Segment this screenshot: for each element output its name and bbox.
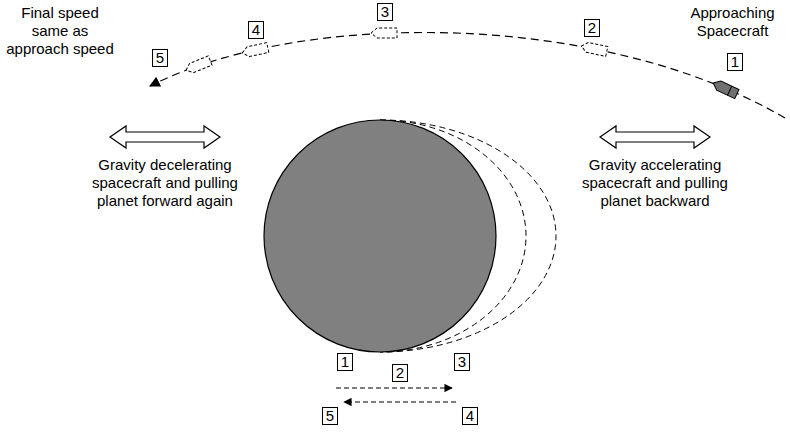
annotation-text: Gravity accelerating spacecraft and pull…	[575, 156, 735, 210]
planet-motion-arrow	[344, 401, 456, 402]
callout-number: 4	[252, 22, 260, 38]
spacecraft-ghost	[184, 56, 212, 75]
spacecraft-ghost	[241, 43, 269, 58]
callout-box: 4	[248, 21, 264, 39]
callout-number: 4	[466, 408, 474, 424]
planet	[264, 120, 496, 352]
double-arrow	[110, 126, 220, 148]
double-arrow	[600, 126, 710, 148]
callout-number: 5	[326, 408, 334, 424]
planet-motion-arrow	[336, 387, 452, 388]
callout-box: 1	[337, 353, 353, 371]
callout-number: 3	[381, 4, 389, 20]
callout-number: 3	[458, 354, 466, 370]
annotation-text: Approaching Spacecraft	[680, 4, 785, 40]
callout-number: 1	[731, 54, 739, 70]
annotation-text: Gravity decelerating spacecraft and pull…	[85, 156, 245, 210]
spacecraft	[711, 79, 739, 99]
callout-box: 4	[462, 407, 478, 425]
spacecraft-ghost	[580, 41, 608, 56]
callout-box: 5	[152, 49, 168, 67]
callout-number: 1	[341, 354, 349, 370]
callout-number: 2	[588, 20, 596, 36]
callout-box: 2	[584, 19, 600, 37]
trajectory	[150, 32, 785, 118]
callout-box: 5	[322, 407, 338, 425]
callout-box: 1	[727, 53, 743, 71]
callout-number: 5	[156, 50, 164, 66]
callout-box: 3	[377, 3, 393, 21]
spacecraft-ghost	[371, 28, 397, 38]
annotation-text: Final speed same as approach speed	[4, 4, 116, 58]
callout-number: 2	[396, 365, 404, 381]
callout-box: 2	[392, 364, 408, 382]
callout-box: 3	[454, 353, 470, 371]
